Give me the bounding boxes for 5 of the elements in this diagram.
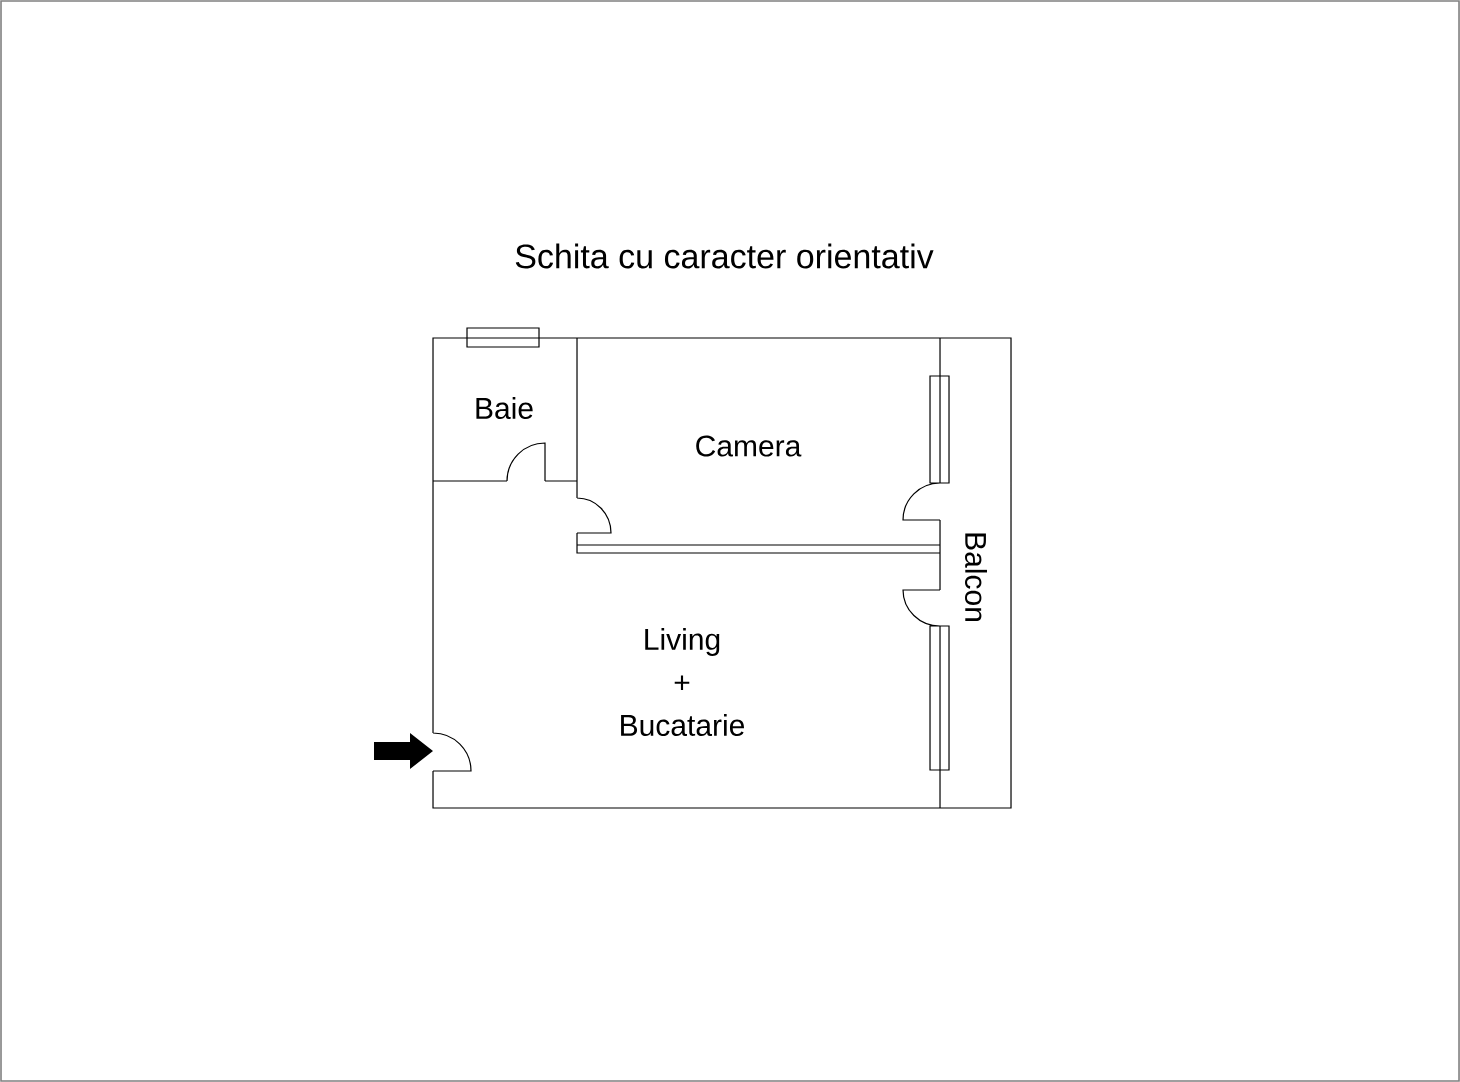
room-label: Balcon: [965, 533, 988, 621]
room-label: Living + Bucatarie: [621, 628, 744, 736]
room-label: Camera: [696, 435, 802, 457]
room-label: Baie: [476, 397, 533, 419]
title: Schita cu caracter orientativ: [515, 243, 934, 269]
